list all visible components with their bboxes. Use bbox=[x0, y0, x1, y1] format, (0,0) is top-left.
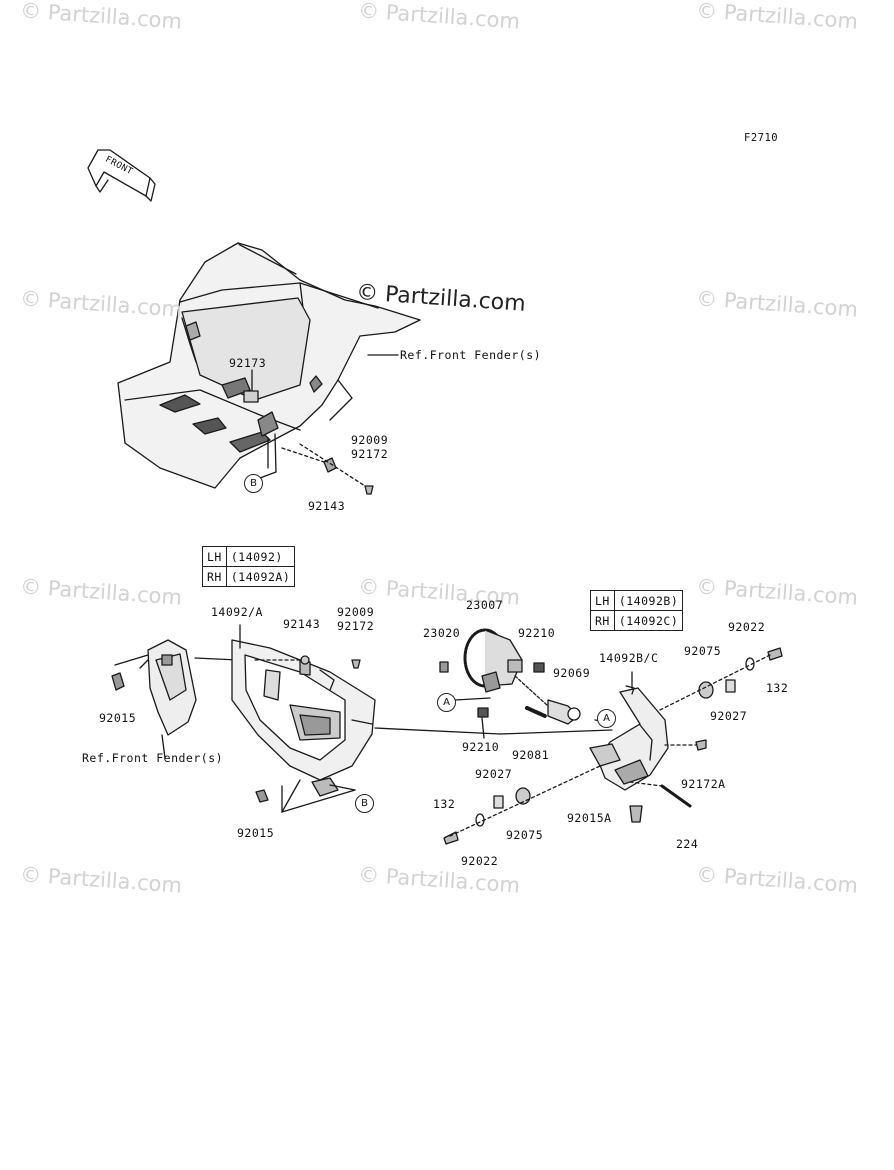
ref-front-fender-upper: Ref.Front Fender(s) bbox=[400, 348, 542, 362]
table-side: RH bbox=[202, 566, 227, 587]
part-label: 92173 bbox=[229, 356, 267, 370]
part-label: 92210 bbox=[518, 626, 556, 640]
socket-23020 bbox=[439, 661, 449, 673]
part-label: 92009 bbox=[351, 433, 389, 447]
spring-92210-lower bbox=[477, 707, 489, 718]
part-label: 92210 bbox=[462, 740, 500, 754]
clip-92015-housing bbox=[255, 789, 269, 803]
table-part: (14092A) bbox=[225, 566, 296, 587]
table-part: (14092B) bbox=[613, 590, 684, 611]
part-label: 224 bbox=[676, 837, 699, 851]
part-label: 92027 bbox=[710, 709, 748, 723]
ref-front-fender-left: Ref.Front Fender(s) bbox=[82, 751, 224, 765]
part-label: 92015A bbox=[567, 811, 612, 825]
part-label: 92022 bbox=[728, 620, 766, 634]
spring-92210-upper bbox=[533, 662, 545, 673]
screw-92172A bbox=[695, 739, 707, 751]
front-fender-cowl bbox=[117, 242, 421, 489]
figure-code: F2710 bbox=[744, 132, 779, 144]
side-table-left: LH(14092) RH(14092A) bbox=[202, 546, 296, 587]
callout-b-lower: B bbox=[355, 794, 374, 813]
callout-a-left: A bbox=[437, 693, 456, 712]
table-part: (14092) bbox=[225, 546, 296, 567]
nut-92015A bbox=[629, 805, 643, 823]
headlight-bracket-14092b bbox=[589, 685, 669, 791]
table-side: LH bbox=[590, 590, 615, 611]
part-label: 132 bbox=[433, 797, 456, 811]
bulb-92069 bbox=[547, 699, 581, 725]
fastener-92173 bbox=[243, 369, 259, 403]
part-label: 92172A bbox=[681, 777, 726, 791]
collar-92027-upper bbox=[725, 679, 736, 693]
screw-92009-upper bbox=[364, 485, 374, 495]
part-label: 92172 bbox=[351, 447, 389, 461]
part-label: 92143 bbox=[283, 617, 321, 631]
callout-a-right: A bbox=[597, 709, 616, 728]
front-arrow-icon bbox=[87, 149, 156, 202]
spring-92081 bbox=[525, 706, 547, 718]
part-label: 92143 bbox=[308, 499, 346, 513]
table-side: RH bbox=[590, 610, 615, 631]
washer-92022-upper bbox=[745, 657, 755, 671]
part-label: 23007 bbox=[466, 598, 504, 612]
part-label: 92172 bbox=[337, 619, 375, 633]
part-label: 92015 bbox=[99, 711, 137, 725]
side-table-right: LH(14092B) RH(14092C) bbox=[590, 590, 684, 631]
bolt-224 bbox=[660, 784, 692, 808]
part-label: 14092B/C bbox=[599, 651, 659, 665]
part-label: 92009 bbox=[337, 605, 375, 619]
part-label: 23020 bbox=[423, 626, 461, 640]
part-label: 14092/A bbox=[211, 605, 263, 619]
part-label: 92022 bbox=[461, 854, 499, 868]
callout-b-upper: B bbox=[244, 474, 263, 493]
left-trim-bracket bbox=[147, 639, 197, 759]
table-side: LH bbox=[202, 546, 227, 567]
headlight-lamp-23007 bbox=[463, 628, 523, 693]
part-label: 92015 bbox=[237, 826, 275, 840]
bolt-132-upper bbox=[767, 647, 783, 661]
part-label: 92027 bbox=[475, 767, 513, 781]
clip-92143-left bbox=[300, 655, 310, 665]
collar-92027-lower bbox=[493, 795, 504, 809]
table-part: (14092C) bbox=[613, 610, 684, 631]
part-label: 92081 bbox=[512, 748, 550, 762]
clip-92015-left bbox=[111, 672, 125, 691]
part-label: 132 bbox=[766, 681, 789, 695]
screw-92009-left bbox=[351, 659, 361, 669]
part-label: 92075 bbox=[506, 828, 544, 842]
part-label: 92069 bbox=[553, 666, 591, 680]
part-label: 92075 bbox=[684, 644, 722, 658]
bolt-132-lower bbox=[443, 831, 459, 845]
